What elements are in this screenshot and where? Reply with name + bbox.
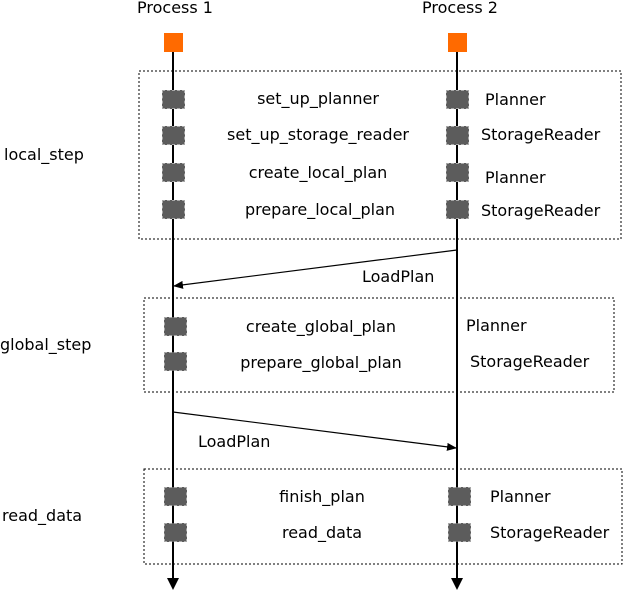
message-label: LoadPlan (362, 267, 435, 286)
step-block (162, 90, 185, 109)
component-label: Planner (485, 90, 546, 109)
step-block (446, 90, 469, 109)
phase-label-read-data: read_data (2, 506, 83, 525)
step-block (164, 317, 187, 336)
step-block (162, 200, 185, 219)
step-block (162, 126, 185, 145)
component-label: Planner (490, 487, 551, 506)
step-block (164, 487, 187, 506)
component-label: StorageReader (481, 201, 601, 220)
step-block (162, 163, 185, 182)
process-2-lifeline-arrow (451, 578, 463, 590)
call-label: prepare_local_plan (244, 200, 396, 219)
step-block (446, 200, 469, 219)
component-label: StorageReader (490, 523, 610, 542)
step-block (448, 487, 471, 506)
process-1-lifeline-arrow (167, 578, 179, 590)
message-label: LoadPlan (198, 432, 271, 451)
step-block (448, 523, 471, 542)
process-1-start-marker (164, 33, 183, 52)
step-block (164, 352, 187, 371)
process-2-label: Process 2 (422, 0, 498, 17)
call-label: finish_plan (279, 487, 365, 506)
phase-label-local-step: local_step (4, 145, 84, 164)
call-label: set_up_storage_reader (227, 125, 409, 144)
call-label: create_local_plan (248, 163, 388, 182)
component-label: Planner (485, 168, 546, 187)
process-1-label: Process 1 (137, 0, 213, 17)
call-label: set_up_planner (257, 89, 379, 108)
phase-box-read-data (143, 468, 623, 565)
step-block (164, 523, 187, 542)
step-block (446, 126, 469, 145)
process-2-start-marker (448, 33, 467, 52)
call-label: read_data (281, 523, 363, 542)
component-label: StorageReader (481, 125, 601, 144)
component-label: Planner (466, 316, 527, 335)
call-label: create_global_plan (245, 317, 397, 336)
loadplan-arrow-p1-to-p2 (172, 411, 457, 451)
phase-box-local-step (138, 70, 622, 240)
phase-label-global-step: global_step (0, 335, 92, 354)
component-label: StorageReader (470, 352, 590, 371)
loadplan-arrow-p2-to-p1 (173, 249, 458, 289)
phase-box-global-step (143, 297, 615, 393)
step-block (446, 163, 469, 182)
call-label: prepare_global_plan (240, 353, 402, 372)
